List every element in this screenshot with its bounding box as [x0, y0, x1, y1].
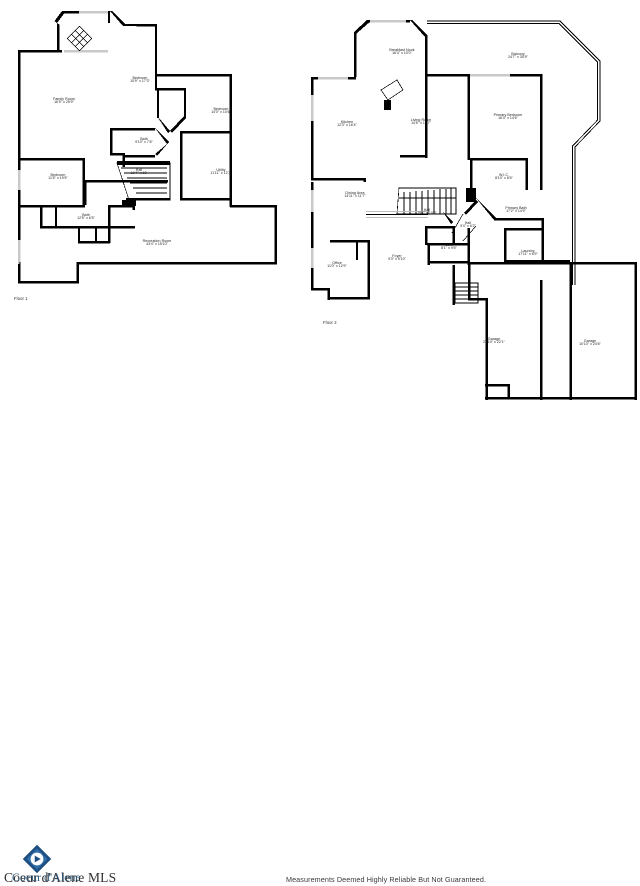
floor-1-tag: Floor 1 [14, 296, 28, 301]
footer: Coeur d'Alene MLS Coeur d'Alene Measurem… [0, 420, 640, 885]
floor-2-tag: Floor 2 [323, 320, 337, 325]
measurement-disclaimer: Measurements Deemed Highly Reliable But … [286, 875, 487, 884]
floor-2-drawing [19, 20, 637, 400]
mls-brand-sub: Coeur d'Alene [12, 872, 81, 884]
floor-1-drawing [18, 11, 637, 400]
